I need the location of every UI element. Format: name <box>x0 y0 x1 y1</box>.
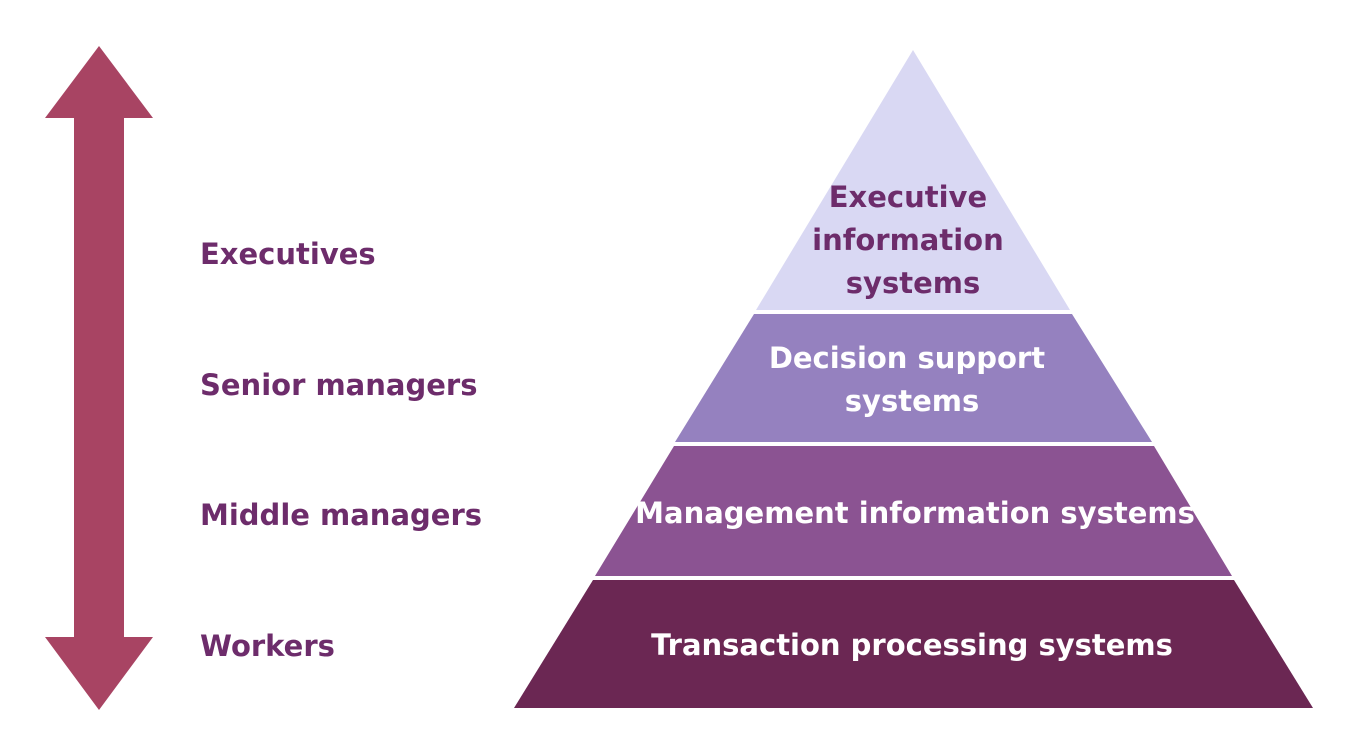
tier-1-line-2: information <box>812 223 1004 257</box>
role-label-executives: Executives <box>200 237 376 271</box>
role-label-senior-managers: Senior managers <box>200 368 477 402</box>
tier-2-line-2: systems <box>845 384 979 418</box>
tier-label-decision-support-systems: Decision support systems <box>769 341 1055 418</box>
role-label-workers: Workers <box>200 629 335 663</box>
double-headed-arrow <box>45 46 153 710</box>
pyramid-tier-transaction-processing-systems <box>514 580 1313 708</box>
pyramid-tier-decision-support-systems <box>675 314 1152 442</box>
tier-1-line-3: systems <box>846 266 980 300</box>
tier-4-line-1: Transaction processing systems <box>651 628 1173 662</box>
tier-label-transaction-processing-systems: Transaction processing systems <box>651 628 1173 662</box>
role-label-middle-managers: Middle managers <box>200 498 482 532</box>
tier-label-executive-information-systems: Executive information systems <box>812 180 1014 300</box>
tier-3-line-1: Management information systems <box>635 496 1195 530</box>
tier-label-management-information-systems: Management information systems <box>635 496 1195 530</box>
pyramid-tier-executive-information-systems <box>756 50 1070 310</box>
tier-1-line-1: Executive <box>829 180 987 214</box>
tier-2-line-1: Decision support <box>769 341 1045 375</box>
pyramid-tier-management-information-systems <box>595 446 1232 576</box>
